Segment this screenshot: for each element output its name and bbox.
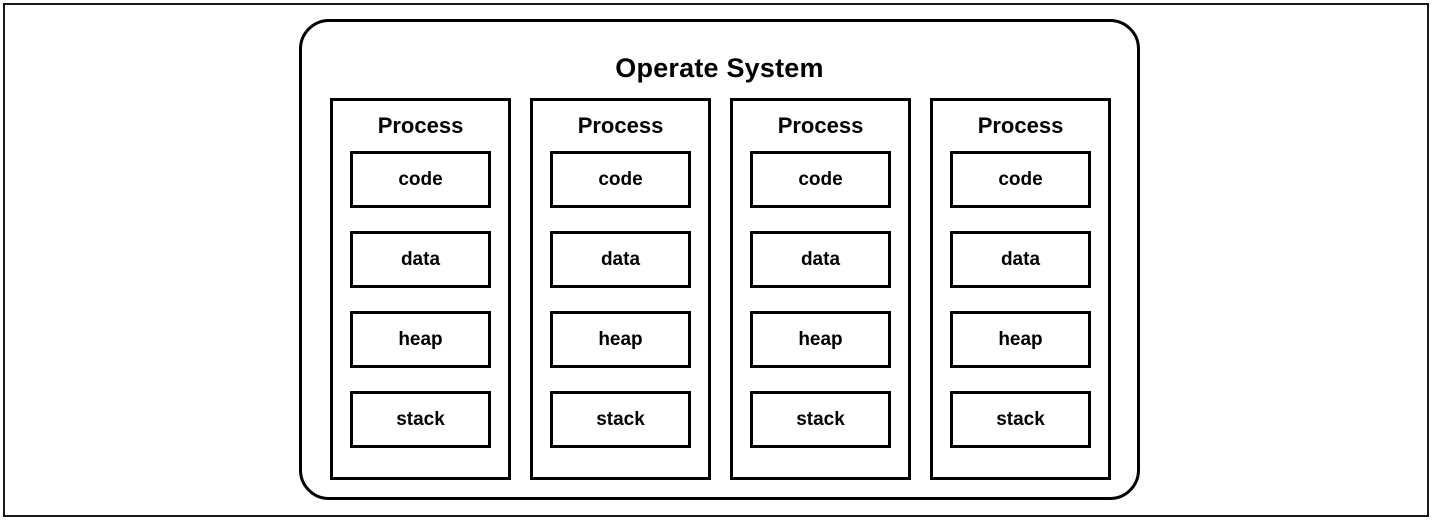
memory-segment-label: heap: [398, 329, 443, 350]
memory-segment-label: data: [1000, 249, 1041, 270]
process-box: Process code data heap stack: [930, 98, 1111, 480]
memory-segment-label: stack: [796, 409, 845, 430]
process-box: Process code data heap stack: [530, 98, 711, 480]
memory-segment-label: code: [398, 169, 443, 190]
process-title: Process: [377, 113, 464, 138]
memory-segment-heap: heap: [950, 311, 1091, 368]
operating-system-title: Operate System: [615, 53, 824, 83]
process-title: Process: [577, 113, 664, 138]
process-row: Process code data heap stack: [330, 98, 1111, 480]
memory-segment-code: code: [550, 151, 691, 208]
memory-segment-list: code data heap stack: [533, 151, 708, 464]
process-title: Process: [977, 113, 1064, 138]
memory-segment-label: stack: [396, 409, 445, 430]
memory-segment-data: data: [950, 231, 1091, 288]
memory-segment-stack: stack: [350, 391, 491, 448]
memory-segment-heap: heap: [550, 311, 691, 368]
memory-segment-label: code: [598, 169, 643, 190]
memory-segment-label: heap: [798, 329, 843, 350]
memory-segment-heap: heap: [350, 311, 491, 368]
memory-segment-stack: stack: [950, 391, 1091, 448]
process-box: Process code data heap stack: [330, 98, 511, 480]
memory-segment-code: code: [950, 151, 1091, 208]
memory-segment-list: code data heap stack: [733, 151, 908, 464]
memory-segment-data: data: [750, 231, 891, 288]
memory-segment-heap: heap: [750, 311, 891, 368]
process-title: Process: [777, 113, 864, 138]
memory-segment-label: stack: [996, 409, 1045, 430]
memory-segment-data: data: [350, 231, 491, 288]
memory-segment-label: data: [400, 249, 441, 270]
memory-segment-label: code: [998, 169, 1043, 190]
operating-system-container: Operate System Process code data heap st…: [299, 19, 1140, 500]
memory-segment-code: code: [350, 151, 491, 208]
memory-segment-data: data: [550, 231, 691, 288]
memory-segment-label: heap: [998, 329, 1043, 350]
memory-segment-label: stack: [596, 409, 645, 430]
memory-segment-stack: stack: [750, 391, 891, 448]
memory-segment-label: data: [800, 249, 841, 270]
memory-segment-label: data: [600, 249, 641, 270]
memory-segment-list: code data heap stack: [933, 151, 1108, 464]
memory-segment-label: code: [798, 169, 843, 190]
memory-segment-label: heap: [598, 329, 643, 350]
memory-segment-stack: stack: [550, 391, 691, 448]
process-box: Process code data heap stack: [730, 98, 911, 480]
memory-segment-list: code data heap stack: [333, 151, 508, 464]
memory-segment-code: code: [750, 151, 891, 208]
